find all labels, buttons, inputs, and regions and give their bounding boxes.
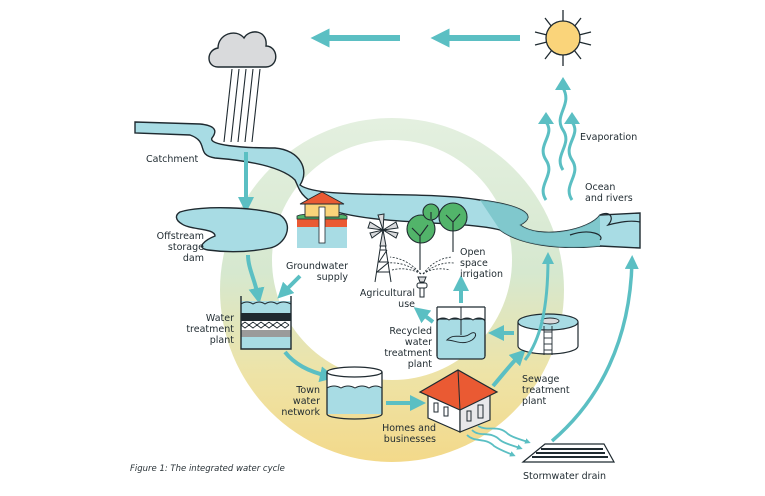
drain-to-ocean-arrow [550, 255, 639, 443]
sewage-to-ocean-arrow [523, 252, 554, 361]
label-open-space: Open space irrigation [460, 247, 503, 280]
label-agricultural: Agricultural use [359, 288, 415, 310]
rain-cloud-icon [208, 31, 277, 143]
treatment-to-town-arrow [283, 350, 336, 383]
filter-icon [240, 296, 292, 350]
label-offstream-dam: Offstream storage dam [156, 231, 204, 264]
groundwater-icon [296, 191, 348, 248]
tank-icon [326, 366, 383, 420]
label-evaporation: Evaporation [580, 132, 638, 143]
evaporation-arrowheads [538, 77, 580, 124]
recycled-plant-icon [436, 306, 486, 360]
river [134, 121, 641, 249]
dam-to-treatment-arrow [246, 254, 265, 304]
label-homes: Homes and businesses [382, 423, 436, 445]
label-ocean-rivers: Ocean and rivers [585, 182, 633, 204]
evaporation-arrows [541, 87, 577, 201]
label-town-water: Town water network [281, 385, 320, 418]
windmill-icon [367, 213, 399, 283]
label-sewage: Sewage treatment plant [522, 374, 570, 407]
tree-icon [406, 202, 468, 270]
label-recycled: Recycled water treatment plant [384, 326, 432, 370]
label-groundwater: Groundwater supply [285, 261, 348, 283]
house-icon [418, 369, 499, 433]
sprinkler-icon [387, 256, 455, 275]
sewage-plant-icon [517, 313, 579, 355]
drain-icon [521, 443, 616, 463]
label-water-treatment: Water treatment plant [186, 313, 234, 346]
homes-to-sewage-arrow [491, 349, 526, 388]
dam-icon [175, 207, 289, 253]
runoff-arrows [466, 425, 531, 457]
label-catchment: Catchment [146, 154, 199, 165]
label-stormwater: Stormwater drain [523, 471, 607, 482]
groundwater-to-treatment-arrow [277, 274, 302, 299]
figure-caption: Figure 1: The integrated water cycle [130, 464, 285, 474]
sun-icon [534, 10, 592, 66]
recycled-to-agriculture-arrow [413, 307, 435, 324]
sprinkler-head [416, 276, 428, 298]
